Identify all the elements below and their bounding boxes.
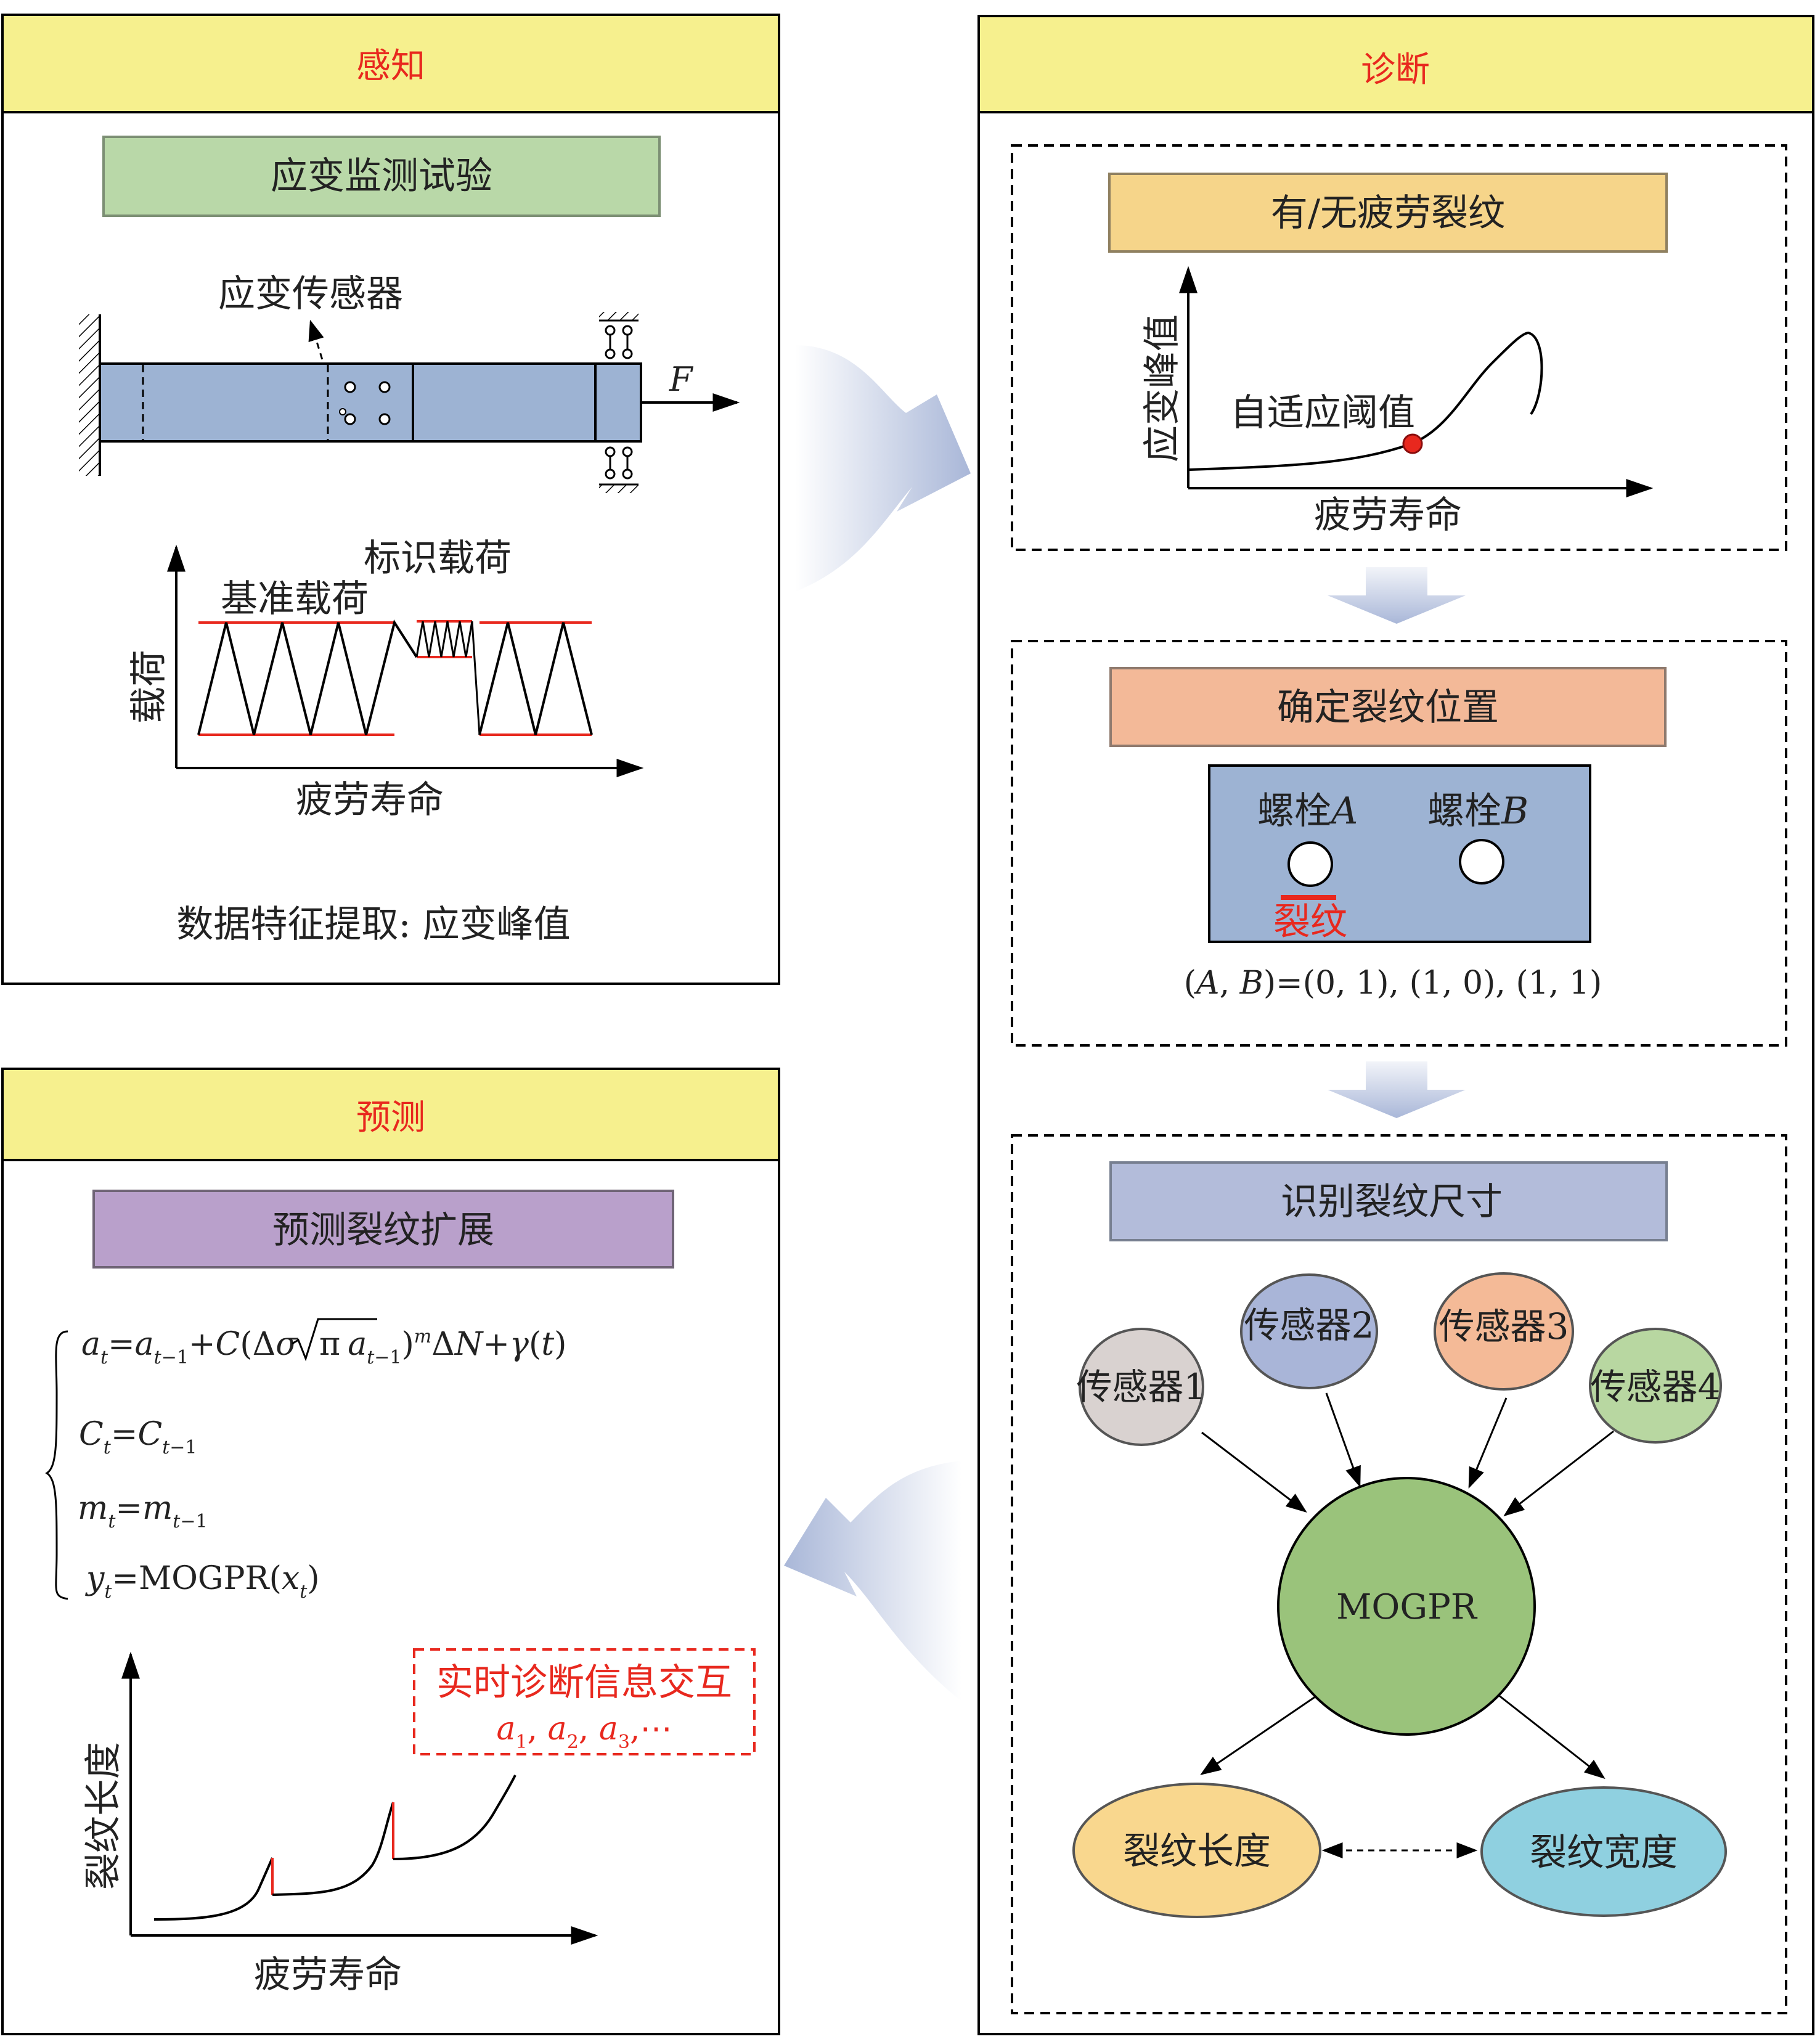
crack-detection-title: 有/无疲劳裂纹 [1271,192,1505,235]
crack-location-box [1109,667,1667,747]
crack-size-box [1109,1161,1668,1241]
stage-crack-location: 确定裂纹位置 螺栓A 螺栓B 裂纹 (A, B)=(0, 1), (1, 0),… [1011,640,1787,1047]
sensor-2-label: 传感器2 [1244,1304,1374,1346]
prediction-header [1,1068,780,1161]
sensor-arrows [1200,1392,1614,1858]
crack-location-title: 确定裂纹位置 [1277,686,1499,729]
load-life-axis-label: 疲劳寿命 [296,778,444,822]
fixed-support [79,314,100,476]
bolt-plate [1208,764,1591,943]
perception-panel: 感知 应变监测试验 应变传感器 [1,14,780,985]
crack-growth-chart: 裂纹长度 疲劳寿命 [82,1651,598,1996]
sqrt-sign [292,1318,377,1362]
interaction-sequence: a1, a2, a3,⋯ [497,1710,672,1753]
diagnosis-panel: 诊断 有/无疲劳裂纹 应变峰值 疲劳寿命 自适应阈值 确定裂纹位置 螺栓A 螺栓… [977,15,1814,2035]
mogpr-node [1277,1477,1536,1736]
base-load-cycles [197,619,418,735]
interaction-box [413,1648,756,1755]
bolt-b-hole [1459,839,1504,885]
arrow-down-1 [1328,567,1466,624]
roller-support-top [599,312,639,359]
bolt-hole [344,413,356,425]
bolt-b-label: 螺栓B [1427,790,1528,833]
arrow-down-2 [1328,1061,1466,1118]
crack-length-label: 裂纹长度 [1123,1830,1271,1873]
perception-title: 感知 [356,46,425,86]
adaptive-threshold-label: 自适应阈值 [1230,391,1415,435]
predict-crack-box [92,1190,674,1269]
bolt-hole [378,381,391,393]
sensor-2-node [1240,1273,1378,1389]
crack-label: 裂纹 [1273,901,1347,944]
force-label: F [669,360,694,399]
strain-test-title: 应变监测试验 [271,155,492,198]
bolt-hole [344,381,356,393]
equation-y: yt=MOGPR(xt) [85,1560,320,1603]
strain-test-box [102,136,661,217]
specimen-plate [99,362,642,443]
crack-width-label: 裂纹宽度 [1530,1831,1678,1874]
load-spectrum-chart: 载荷 疲劳寿命 基准载荷 标识载荷 [128,537,644,822]
stage-crack-detection: 有/无疲劳裂纹 应变峰值 疲劳寿命 自适应阈值 [1011,144,1787,551]
arrow-diagnosis-to-prediction [784,1461,961,1701]
sensor-3-node [1434,1272,1574,1391]
bolt-a-hole [1287,841,1333,887]
strain-peak-axis-label: 应变峰值 [1141,314,1184,462]
interaction-text: 实时诊断信息交互 [436,1661,732,1704]
sensor-1-node [1079,1328,1204,1446]
equation-m: mt=mt−1 [78,1490,208,1532]
roller-support-bottom [599,446,639,493]
perception-header [1,14,780,113]
prediction-title: 预测 [356,1098,425,1138]
diagnosis-header [977,15,1814,113]
mogpr-label: MOGPR [1336,1587,1478,1627]
crack-size-title: 识别裂纹尺寸 [1281,1180,1503,1224]
feature-extraction-text: 数据特征提取: 应变峰值 [176,903,570,946]
crack-length-node [1072,1783,1321,1918]
crack-detection-box [1108,173,1668,253]
mark-load-label: 标识载荷 [364,537,512,580]
sensor-1-label: 传感器1 [1077,1366,1207,1408]
strain-peak-curve [1189,331,1543,471]
load-axis-label: 载荷 [128,650,171,724]
mark-load-cycles [415,621,481,735]
sensor-label: 应变传感器 [218,272,403,316]
bolt-state-formula: (A, B)=(0, 1), (1, 0), (1, 1) [1184,965,1602,1002]
bolt-hole [378,413,391,425]
crack-growth-curve-2 [272,1802,394,1896]
crack-width-node [1480,1786,1727,1917]
sensor-pointer-arrow [308,319,327,370]
bolt-a-label: 螺栓A [1257,790,1358,833]
sensor-3-label: 传感器3 [1439,1306,1569,1347]
diagnosis-title: 诊断 [1361,50,1430,90]
sensor-4-node [1589,1328,1722,1444]
crack-length-axis-label: 裂纹长度 [82,1742,125,1890]
crack-growth-curve-1 [153,1857,274,1921]
arrow-perception-to-diagnosis [795,345,971,592]
sensor-4-label: 传感器4 [1591,1366,1721,1408]
crack-growth-curve-3 [393,1775,516,1860]
equation-brace [45,1330,68,1600]
base-load-label: 基准载荷 [221,578,369,621]
base-load-cycles-2 [478,622,593,735]
specimen-diagram: 应变传感器 [79,272,740,493]
equation-c: Ct=Ct−1 [79,1416,197,1458]
equation-crack-growth: at=at−1+C(Δσ [81,1326,298,1368]
threshold-point [1402,433,1423,454]
crack-life-axis-label: 疲劳寿命 [254,1953,402,1996]
predict-crack-title: 预测裂纹扩展 [272,1209,494,1252]
stage-crack-size: 识别裂纹尺寸 传感器1 传感器2 传感器3 传感器4 MOGPR 裂纹长度 [1011,1134,1787,2014]
strain-life-axis-label: 疲劳寿命 [1314,494,1462,537]
